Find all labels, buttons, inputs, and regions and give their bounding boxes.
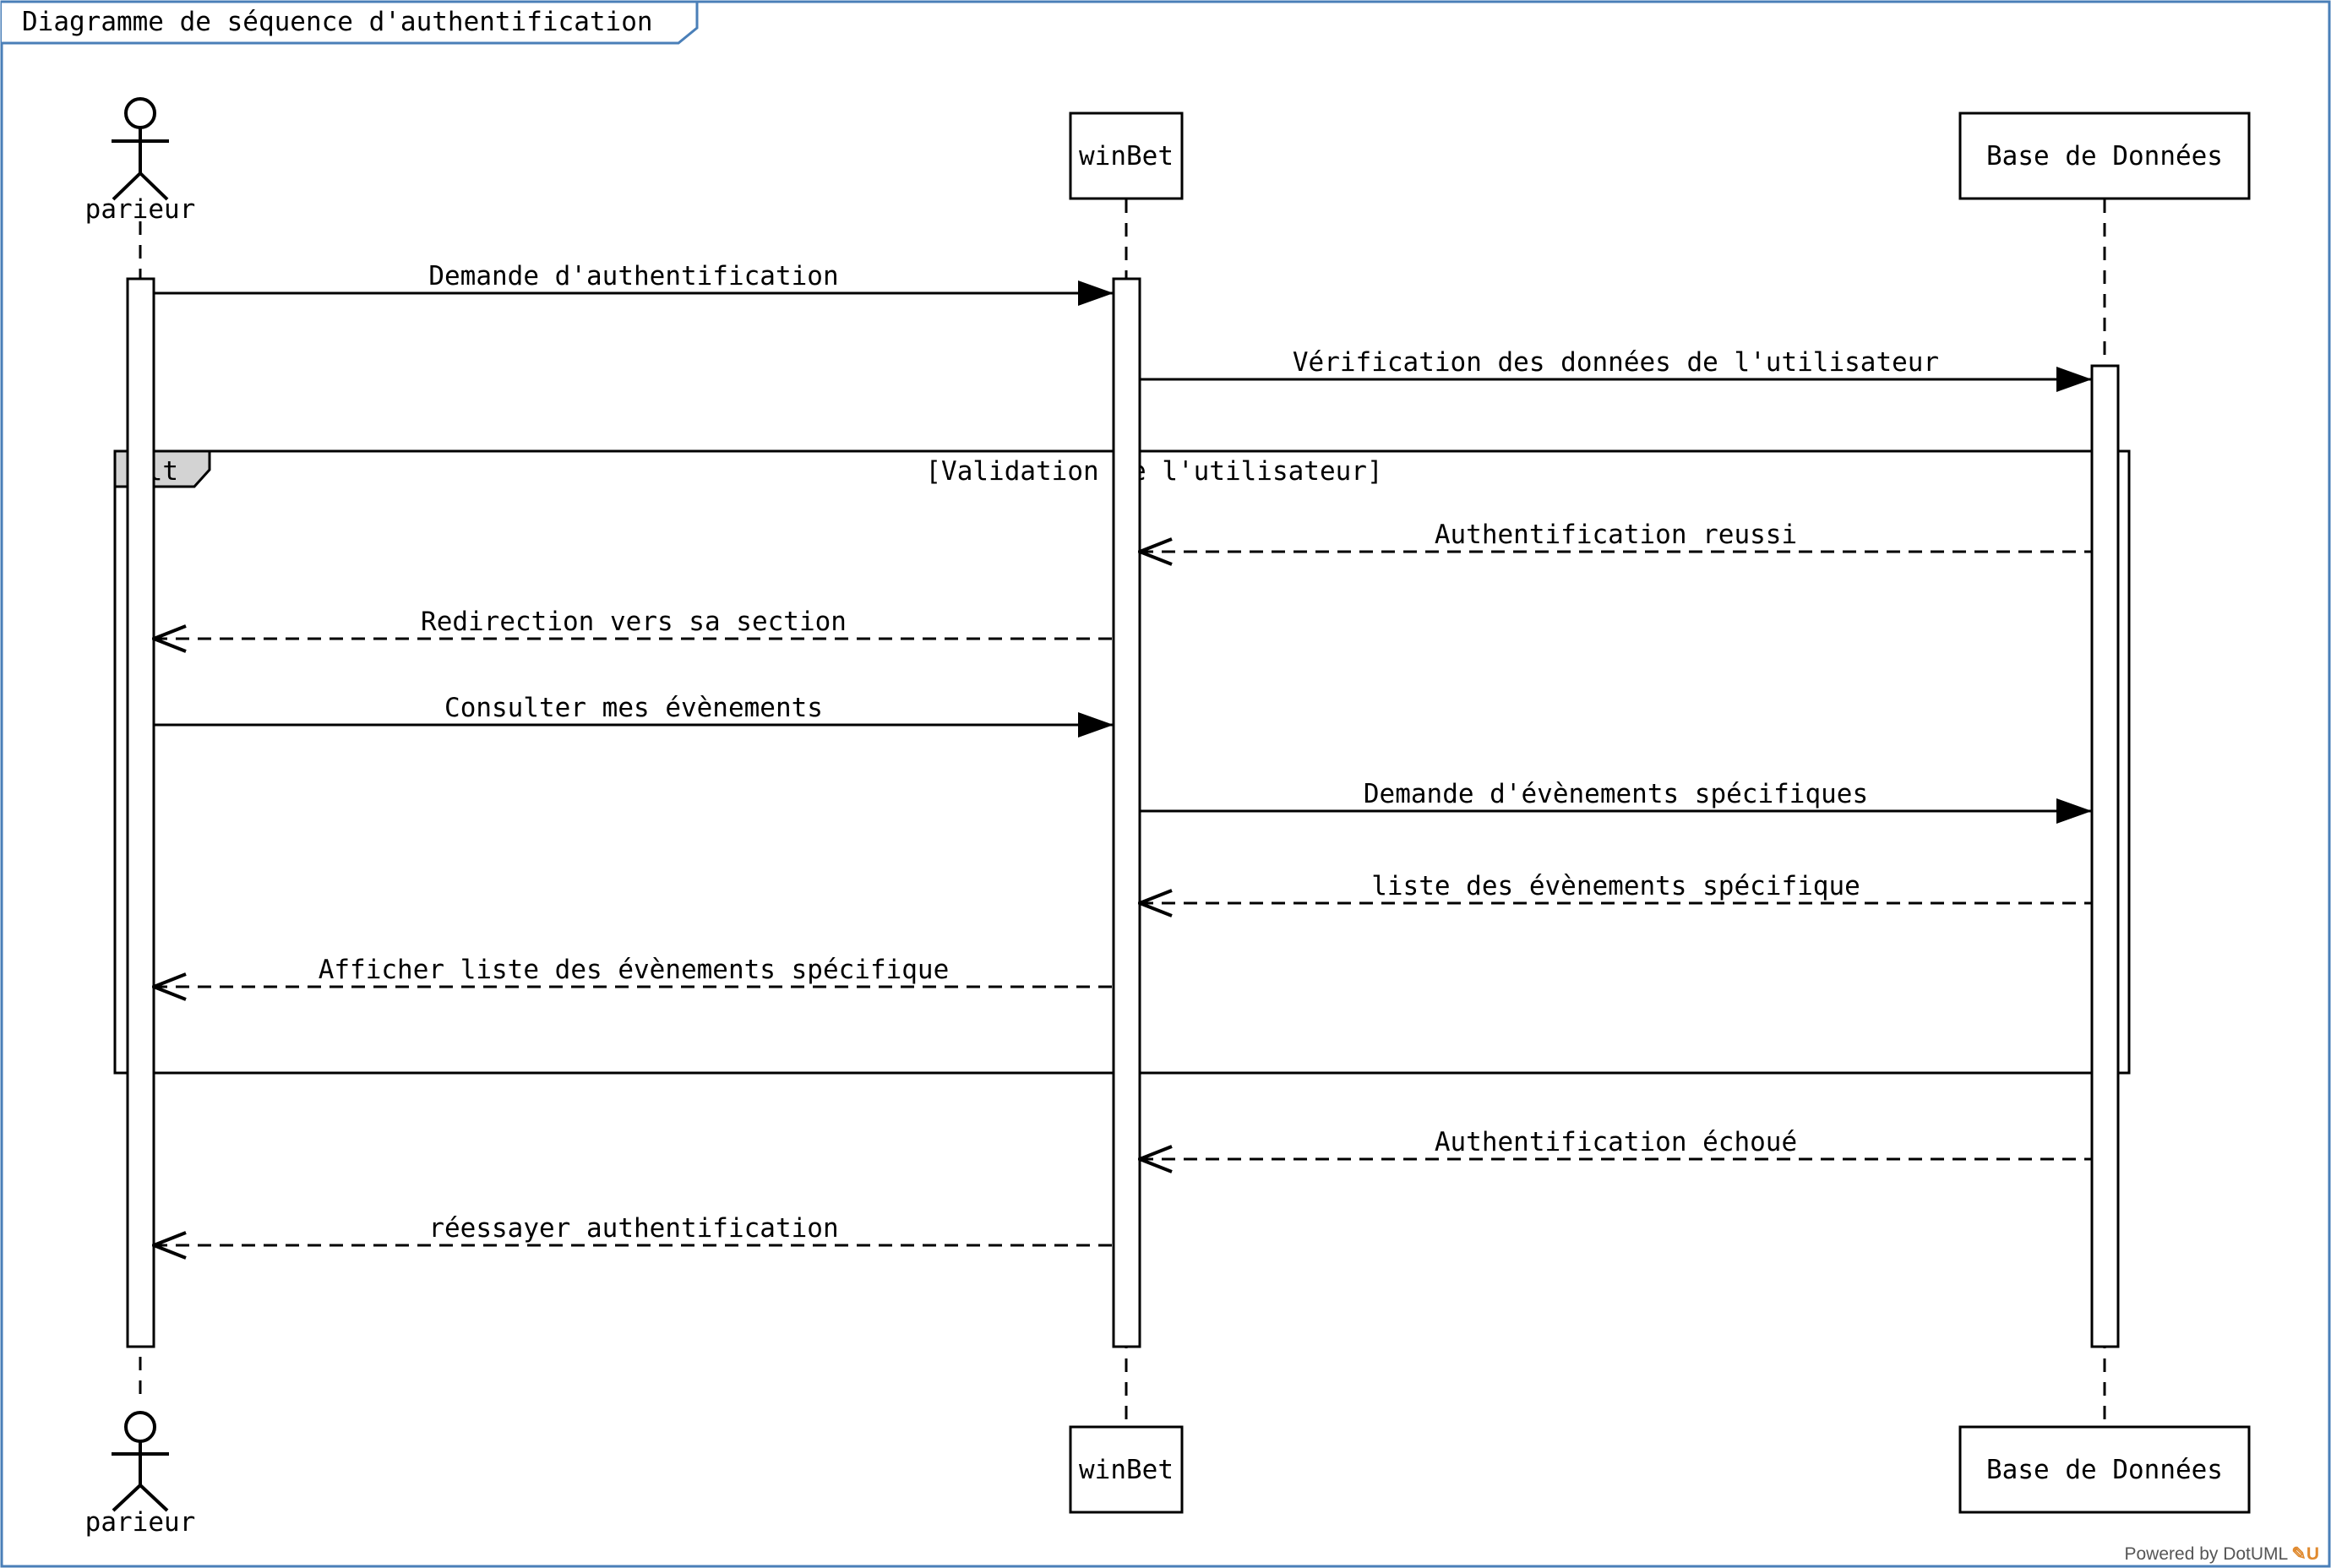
- participant-label: Base de Données: [1986, 1455, 2223, 1485]
- alt-guard: [Validation de l'utilisateur]: [925, 456, 1382, 487]
- message-label: Vérification des données de l'utilisateu…: [1293, 347, 1939, 378]
- message-label: Demande d'authentification: [428, 261, 838, 291]
- dotuml-logo-icon: ✎U: [2291, 1544, 2319, 1564]
- actor-icon: [112, 97, 169, 201]
- message-label: Authentification échoué: [1435, 1127, 1797, 1157]
- message-label: réessayer authentification: [428, 1213, 838, 1244]
- frame-title-tab: [2, 0, 699, 45]
- message-label: Afficher liste des évènements spécifique: [319, 955, 950, 985]
- message-label: Authentification reussi: [1435, 520, 1797, 550]
- frame-title: Diagramme de séquence d'authentification: [22, 7, 653, 37]
- participant-winbet-bottom: winBet: [1069, 1425, 1184, 1514]
- participant-parieur-bottom: parieur: [85, 1411, 196, 1538]
- message-label: Redirection vers sa section: [421, 607, 847, 637]
- participant-db-top: Base de Données: [1958, 112, 2251, 200]
- participant-label: winBet: [1079, 1455, 1174, 1485]
- activation-parieur: [126, 277, 155, 1348]
- participant-label: Base de Données: [1986, 141, 2223, 172]
- footer-text: Powered by DotUML: [2124, 1544, 2289, 1564]
- participant-label: parieur: [85, 194, 196, 225]
- actor-icon: [112, 1411, 169, 1512]
- participant-label: parieur: [85, 1507, 196, 1538]
- participant-db-bottom: Base de Données: [1958, 1425, 2251, 1514]
- message-label: liste des évènements spécifique: [1371, 871, 1860, 901]
- message-label: Demande d'évènements spécifiques: [1364, 779, 1868, 809]
- activation-winbet: [1112, 277, 1141, 1348]
- participant-parieur-top: parieur: [85, 97, 196, 225]
- footer-credit: Powered by DotUML✎U: [2124, 1544, 2319, 1565]
- message-label: Consulter mes évènements: [444, 693, 823, 723]
- activation-db: [2090, 364, 2120, 1348]
- participant-label: winBet: [1079, 141, 1174, 172]
- participant-winbet-top: winBet: [1069, 112, 1184, 200]
